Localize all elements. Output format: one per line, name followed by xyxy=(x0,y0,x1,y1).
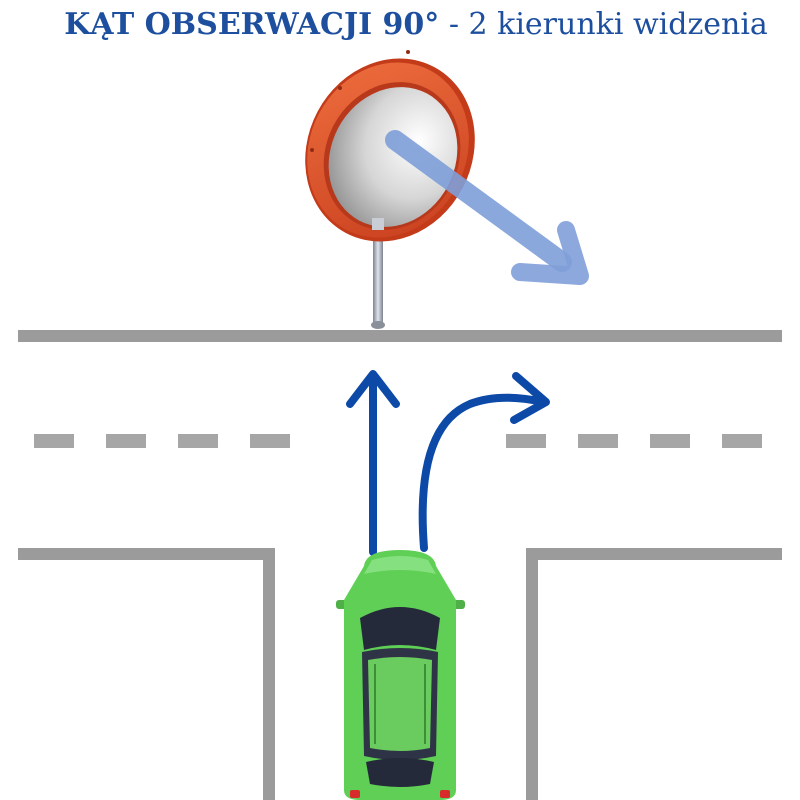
title-bold: KĄT OBSERWACJI 90° xyxy=(64,7,440,42)
dash xyxy=(250,434,290,448)
arrow-straight-icon xyxy=(346,370,400,556)
view-direction-arrow-icon xyxy=(385,130,589,285)
road-top-edge xyxy=(18,330,782,342)
dash xyxy=(506,434,546,448)
title-rest: - 2 kierunki widzenia xyxy=(439,7,768,42)
dash xyxy=(178,434,218,448)
dash xyxy=(34,434,74,448)
arrow-turn-right-icon xyxy=(418,372,550,552)
road-centerline xyxy=(34,434,762,448)
pole-base xyxy=(371,321,385,329)
dash xyxy=(106,434,146,448)
left-corner-edge xyxy=(18,548,275,800)
dash xyxy=(578,434,618,448)
convex-traffic-mirror-icon xyxy=(305,50,475,242)
dash xyxy=(650,434,690,448)
diagram-title: KĄT OBSERWACJI 90° - 2 kierunki widzenia xyxy=(0,6,800,44)
right-corner-edge xyxy=(526,548,782,800)
car-top-view-icon xyxy=(336,550,465,800)
dash xyxy=(722,434,762,448)
mirror-pole xyxy=(373,225,383,325)
